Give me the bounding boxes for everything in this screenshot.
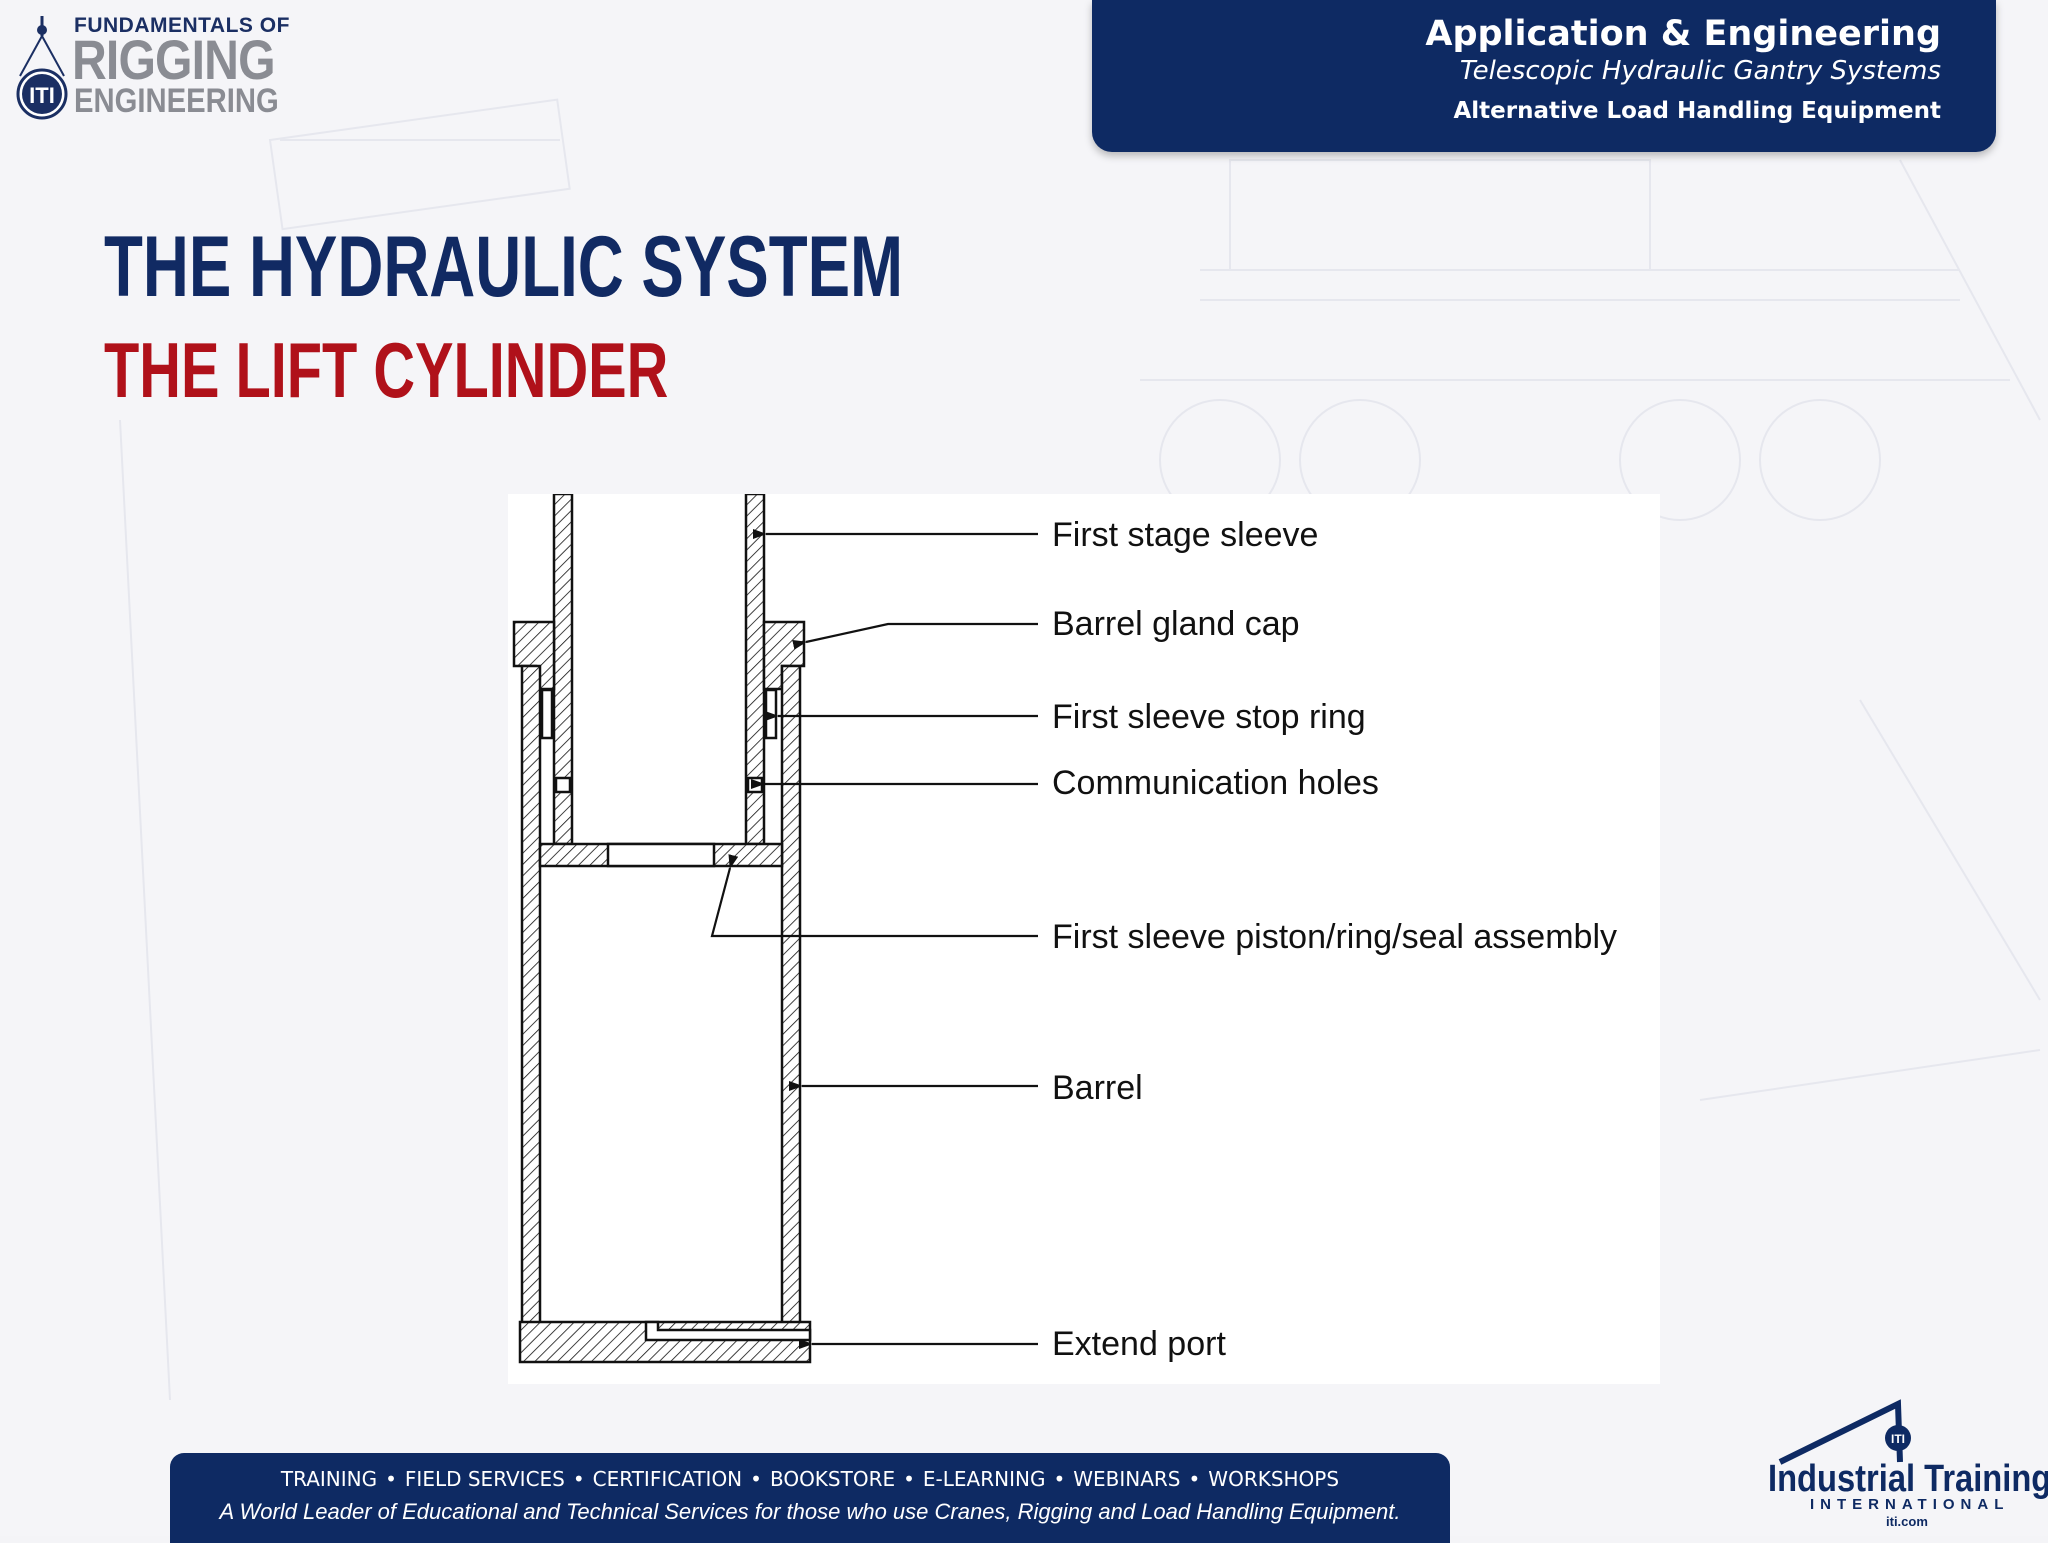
footer-link-e-learning[interactable]: E-LEARNING: [922, 1467, 1046, 1491]
footer-separator: •: [903, 1467, 915, 1491]
stop-ring-right: [764, 688, 778, 740]
label-first-sleeve-piston: First sleeve piston/ring/seal assembly: [1052, 918, 1617, 956]
industrial-training-logo: ITI Industrial Training INTERNATIONAL it…: [1768, 1398, 2048, 1534]
rigging-engineering-logo: ITI FUNDAMENTALS OF RIGGING ENGINEERING: [14, 14, 314, 124]
footer-link-webinars[interactable]: WEBINARS: [1073, 1467, 1181, 1491]
logo-line3: ENGINEERING: [74, 82, 279, 120]
header-subtitle: Telescopic Hydraulic Gantry Systems: [1459, 56, 1941, 86]
footer-link-training[interactable]: TRAINING: [280, 1467, 378, 1491]
barrel-right-wall: [780, 664, 802, 1328]
communication-hole-left: [554, 776, 572, 794]
footer-link-workshops[interactable]: WORKSHOPS: [1208, 1467, 1340, 1491]
diagram-panel: [508, 494, 1660, 1384]
header-section: Alternative Load Handling Equipment: [1453, 98, 1942, 124]
iti-website: iti.com: [1886, 1514, 1928, 1529]
footer-separator: •: [385, 1467, 397, 1491]
leader-barrel-gland-cap: [792, 622, 1038, 650]
label-barrel-gland-cap: Barrel gland cap: [1052, 605, 1300, 643]
crane-icon: ITI: [1778, 1399, 1911, 1465]
stop-ring-left: [540, 688, 554, 740]
label-first-sleeve-stop-ring: First sleeve stop ring: [1052, 698, 1366, 736]
footer-separator: •: [1188, 1467, 1201, 1491]
label-communication-holes: Communication holes: [1052, 764, 1379, 802]
logo-line2: RIGGING: [72, 28, 276, 91]
leader-piston-assembly: [710, 854, 1038, 938]
iti-international: INTERNATIONAL: [1810, 1496, 2010, 1513]
page-title: THE HYDRAULIC SYSTEM: [104, 219, 904, 315]
communication-hole-right: [746, 776, 764, 794]
label-extend-port: Extend port: [1052, 1325, 1226, 1363]
footer-separator: •: [750, 1467, 762, 1491]
iti-badge-text: ITI: [1891, 1432, 1905, 1446]
footer-link-certification[interactable]: CERTIFICATION: [592, 1467, 743, 1491]
footer-bar: TRAINING • FIELD SERVICES • CERTIFICATION • BO…: [170, 1453, 1450, 1543]
extend-port-passage: [644, 1320, 812, 1342]
footer-separator: •: [572, 1467, 585, 1491]
logo-badge-text: ITI: [29, 83, 55, 108]
barrel-base: [518, 1320, 812, 1364]
footer-tagline: A World Leader of Educational and Techni…: [219, 1499, 1401, 1524]
header-title: Application & Engineering: [1425, 14, 1941, 54]
iti-name: Industrial Training: [1768, 1458, 2048, 1500]
barrel-left-wall: [520, 664, 542, 1328]
footer-link-bookstore[interactable]: BOOKSTORE: [769, 1467, 896, 1491]
footer-separator: •: [1053, 1467, 1066, 1491]
label-first-stage-sleeve: First stage sleeve: [1052, 516, 1318, 554]
footer-link-field-services[interactable]: FIELD SERVICES: [404, 1467, 565, 1491]
label-barrel: Barrel: [1052, 1069, 1143, 1107]
course-header: Application & Engineering Telescopic Hyd…: [1092, 0, 1996, 152]
page-subtitle: THE LIFT CYLINDER: [104, 326, 669, 414]
piston-center-gap: [606, 842, 716, 868]
lift-cylinder-diagram: First stage sleeve Barrel gland cap Firs…: [508, 494, 1660, 1384]
crane-hook-icon: ITI: [16, 16, 68, 120]
logo-line1: FUNDAMENTALS OF: [74, 14, 290, 37]
footer-services: TRAINING • FIELD SERVICES • CERTIFICATION • BO…: [170, 1467, 1450, 1491]
